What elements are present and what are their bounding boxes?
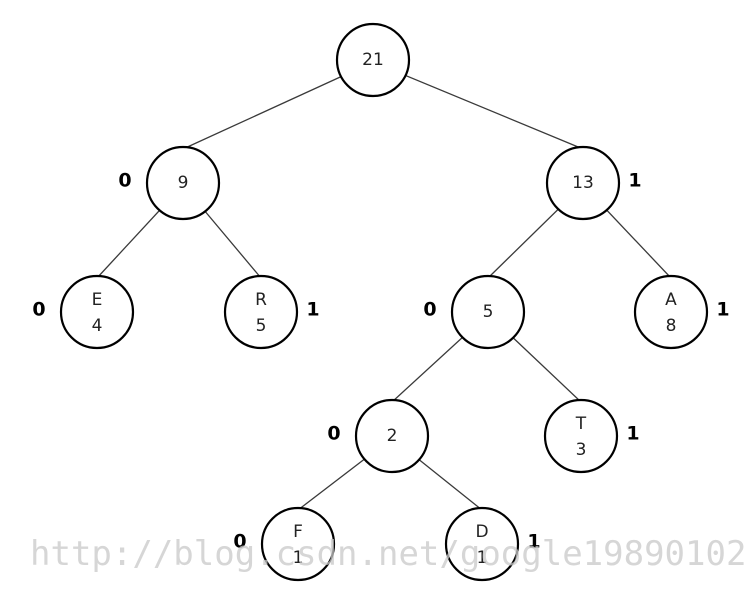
- node-weight: 8: [666, 316, 677, 336]
- node-circle: [444, 506, 520, 582]
- node-circle: [223, 274, 299, 350]
- node-circle: [545, 145, 621, 221]
- node-symbol: R: [255, 290, 267, 310]
- node-weight: 21: [362, 50, 384, 70]
- node-circle: [450, 274, 526, 350]
- node-circle: [145, 145, 221, 221]
- node-circle: [59, 274, 135, 350]
- edge-bit-label: 1: [527, 531, 540, 553]
- edge-bit-label: 0: [32, 299, 45, 321]
- edge-bit-label: 0: [327, 423, 340, 445]
- node-symbol: D: [475, 522, 488, 542]
- node-circle: [633, 274, 709, 350]
- node-weight: 13: [572, 173, 594, 193]
- tree-node-D: D1: [444, 506, 520, 582]
- node-weight: 4: [92, 316, 103, 336]
- edge-bit-label: 0: [233, 531, 246, 553]
- edge-bit-label: 1: [716, 299, 729, 321]
- node-circle: [543, 398, 619, 474]
- node-weight: 9: [178, 173, 189, 193]
- tree-node-root: 21: [335, 22, 411, 98]
- node-weight: 1: [477, 548, 488, 568]
- node-symbol: E: [92, 290, 103, 310]
- node-weight: 5: [483, 302, 494, 322]
- node-circle: [354, 398, 430, 474]
- edge-bit-label: 1: [306, 299, 319, 321]
- node-circle: [335, 22, 411, 98]
- node-symbol: F: [293, 522, 303, 542]
- tree-node-T: T3: [543, 398, 619, 474]
- node-symbol: T: [575, 414, 587, 434]
- node-symbol: A: [665, 290, 677, 310]
- tree-node-n9: 9: [145, 145, 221, 221]
- edge-bit-label: 1: [626, 423, 639, 445]
- tree-node-E: E4: [59, 274, 135, 350]
- tree-node-n2: 2: [354, 398, 430, 474]
- tree-node-A: A8: [633, 274, 709, 350]
- node-weight: 5: [256, 316, 267, 336]
- edge-root-n13: [372, 61, 584, 150]
- tree-node-n5: 5: [450, 274, 526, 350]
- tree-node-R: R5: [223, 274, 299, 350]
- edge-bit-label: 0: [118, 170, 131, 192]
- node-weight: 3: [576, 440, 587, 460]
- edge-bit-label: 0: [423, 299, 436, 321]
- node-weight: 1: [293, 548, 304, 568]
- bits-layer: 0 1 0 1 0 1 0 1 0 1: [32, 170, 729, 553]
- tree-node-n13: 13: [545, 145, 621, 221]
- tree-node-F: F1: [260, 506, 336, 582]
- edge-bit-label: 1: [628, 170, 641, 192]
- watermark-text: http://blog.csdn.net/google19890102: [30, 534, 746, 574]
- node-weight: 2: [387, 426, 398, 446]
- node-circle: [260, 506, 336, 582]
